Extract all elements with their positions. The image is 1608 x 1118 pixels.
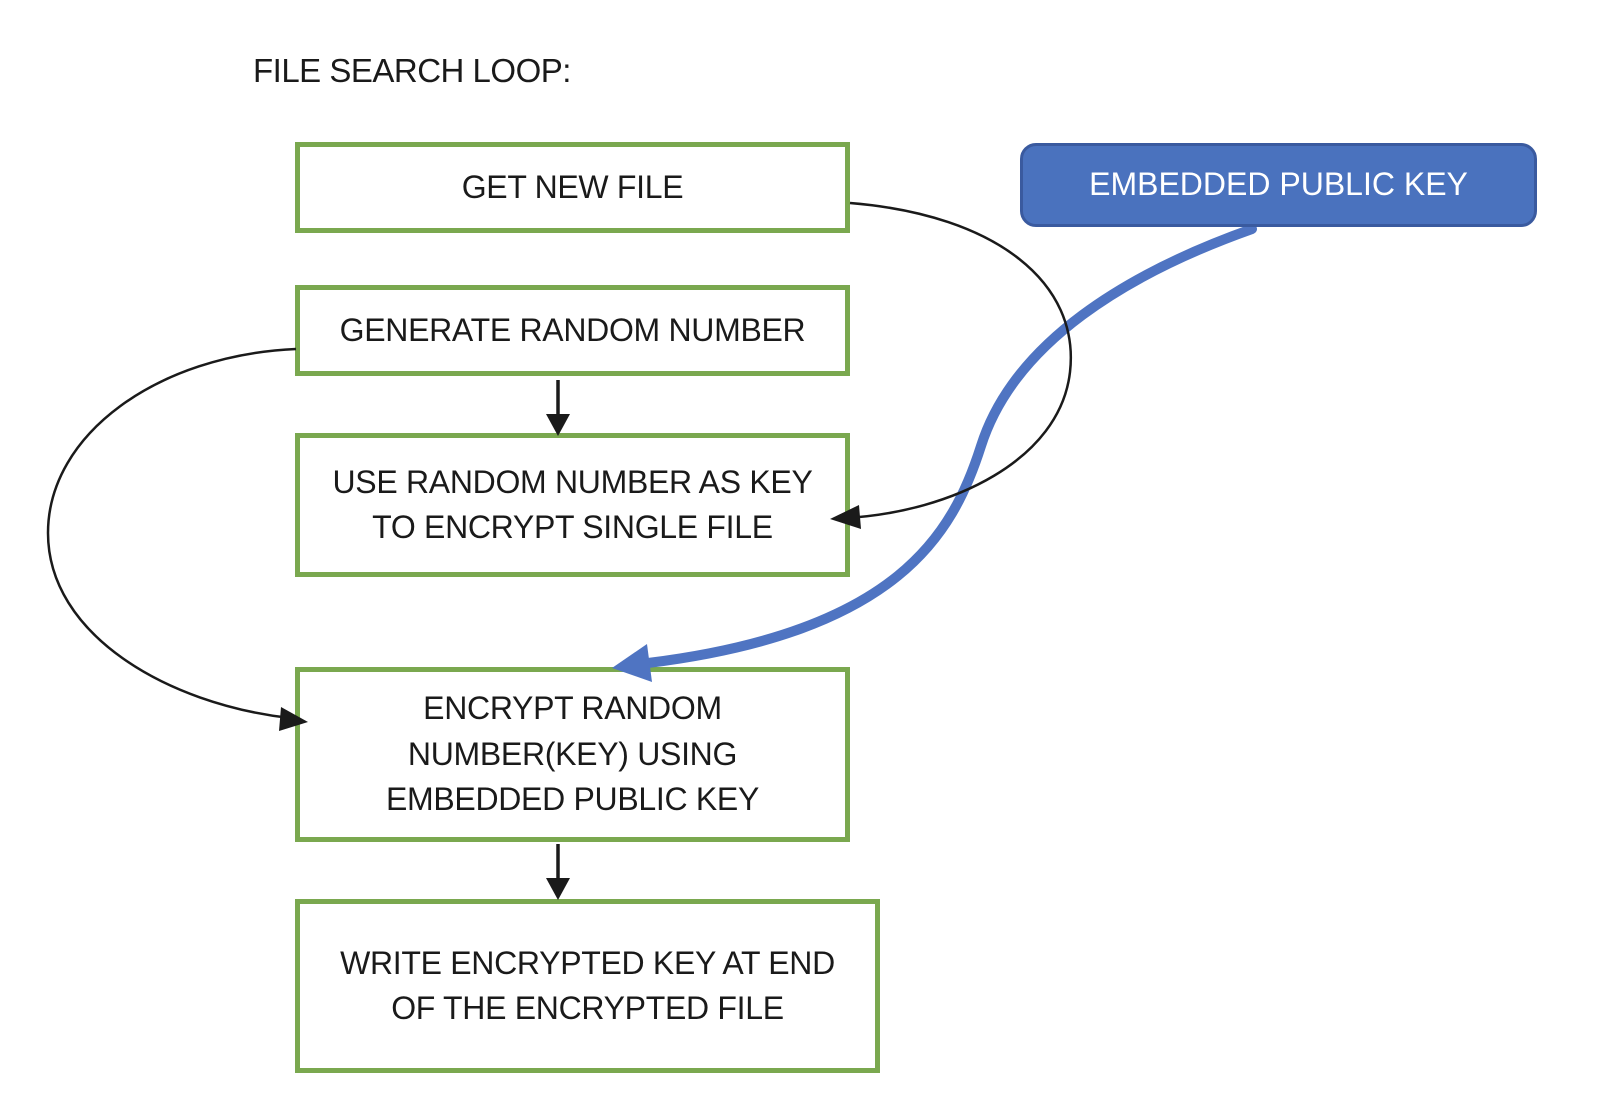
node-generate-random-number-label: GENERATE RANDOM NUMBER: [339, 311, 806, 348]
edge-generate-to-encrypt-icon: [46, 347, 297, 720]
callout-embedded-public-key-label: EMBEDDED PUBLIC KEY: [1089, 166, 1468, 203]
node-use-random-number: USE RANDOM NUMBER AS KEY TO ENCRYPT SING…: [295, 433, 850, 577]
node-encrypt-random-number-label: ENCRYPT RANDOM NUMBER(KEY) USING EMBEDDE…: [385, 690, 760, 818]
edge-encrypt-to-write-arrowhead-icon: [546, 878, 570, 900]
node-get-new-file-label: GET NEW FILE: [461, 168, 684, 205]
node-write-encrypted-key-label: WRITE ENCRYPTED KEY AT END OF THE ENCRYP…: [340, 944, 835, 1026]
diagram-title: FILE SEARCH LOOP:: [253, 52, 571, 89]
node-write-encrypted-key: WRITE ENCRYPTED KEY AT END OF THE ENCRYP…: [295, 899, 880, 1073]
node-encrypt-random-number: ENCRYPT RANDOM NUMBER(KEY) USING EMBEDDE…: [295, 667, 850, 842]
callout-embedded-public-key: EMBEDDED PUBLIC KEY: [1020, 143, 1537, 227]
node-get-new-file: GET NEW FILE: [295, 142, 850, 233]
node-generate-random-number: GENERATE RANDOM NUMBER: [295, 285, 850, 376]
edge-get-new-file-to-use-random-icon: [845, 201, 1073, 520]
node-use-random-number-label: USE RANDOM NUMBER AS KEY TO ENCRYPT SING…: [332, 463, 813, 545]
